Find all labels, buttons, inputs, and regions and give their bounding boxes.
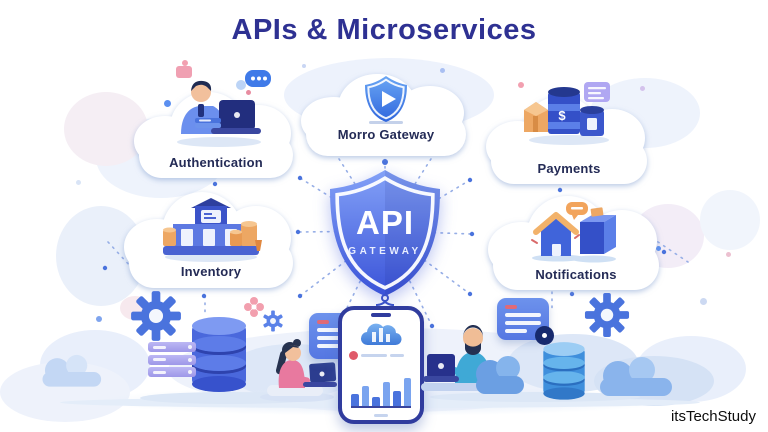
service-label: Notifications (535, 266, 617, 282)
page-title: APIs & Microservices (231, 14, 537, 46)
deco-dot (96, 316, 102, 322)
cargo-money-icon (524, 82, 610, 145)
deco-blob (0, 362, 130, 422)
shield-play-icon (365, 76, 407, 124)
dollar-symbol: $ (558, 108, 566, 123)
service-label: Payments (537, 161, 601, 177)
deco-dot (164, 100, 171, 107)
gateway-title: API (355, 204, 414, 241)
watermark: itsTechStudy (670, 408, 756, 425)
deco-dot (518, 82, 524, 88)
deco-blob (594, 356, 714, 406)
service-cloud-notifications: Notifications (488, 196, 664, 290)
deco-dot (76, 180, 81, 185)
service-cloud-morro-gateway: Morro Gateway (301, 74, 471, 156)
service-label: Morro Gateway (337, 127, 435, 142)
deco-dot (640, 86, 645, 91)
deco-dot (182, 60, 188, 66)
deco-dot (440, 68, 445, 73)
developer-laptop-icon (177, 70, 271, 147)
warehouse-icon (163, 198, 262, 262)
service-cloud-inventory: Inventory (124, 192, 298, 288)
gear-icon (584, 292, 630, 338)
service-label: Authentication (169, 155, 263, 171)
deco-blob (120, 296, 150, 320)
deco-blob (700, 190, 760, 250)
service-label: Inventory (180, 264, 242, 280)
deco-dot (700, 298, 707, 305)
api-gateway-shield: API GATEWAY (323, 164, 447, 302)
mini-gear-icon (263, 310, 283, 332)
gateway-subtitle: GATEWAY (348, 246, 422, 257)
cloud-shape (486, 96, 652, 184)
deco-dot (246, 90, 251, 95)
deco-dot (726, 252, 731, 257)
deco-blob (64, 92, 148, 166)
lock-pendant-icon (375, 294, 395, 319)
flower-icon (244, 297, 264, 317)
deco-blob (228, 344, 358, 398)
service-cloud-authentication: Authentication (134, 70, 298, 178)
deco-dot (302, 64, 306, 68)
service-cloud-payments: $ Payments (486, 82, 652, 184)
envelope-icon (176, 66, 192, 78)
home-parcel-alert-icon (531, 202, 616, 263)
